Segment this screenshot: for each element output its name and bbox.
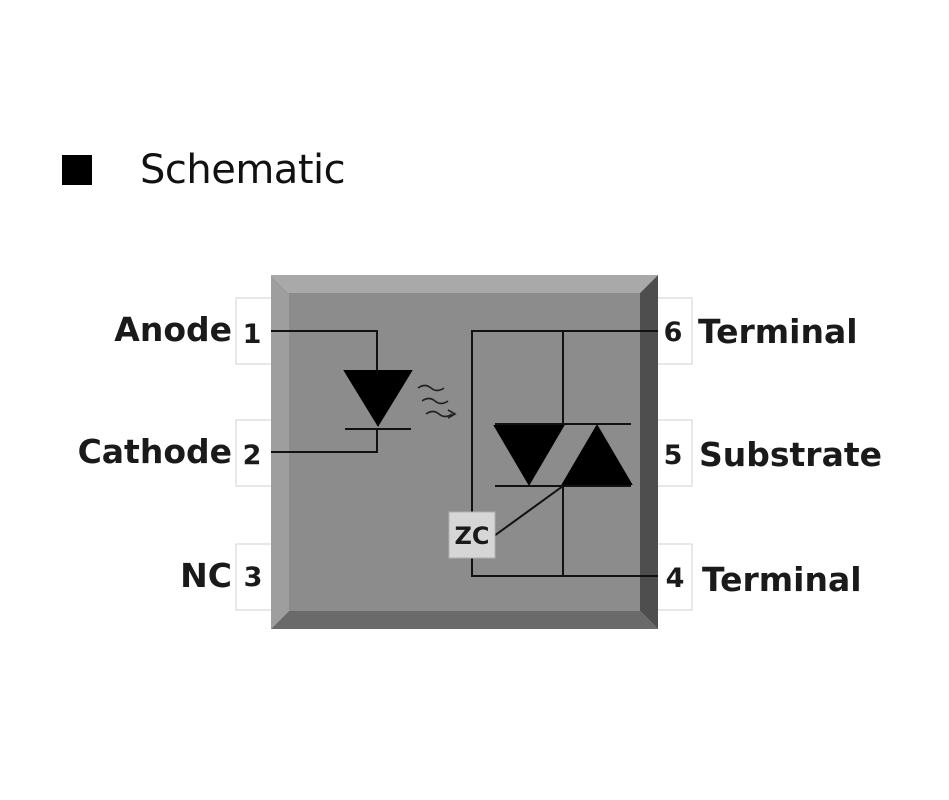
pin-tab-4 xyxy=(653,543,693,611)
zero-cross-box xyxy=(448,511,496,559)
pin-label-anode: Anode xyxy=(114,310,232,349)
anode-wire xyxy=(271,330,378,371)
pin-tab-6 xyxy=(653,297,693,365)
pin-label-cathode: Cathode xyxy=(78,432,232,471)
led-triangle xyxy=(343,370,413,427)
package-bevel-right xyxy=(640,275,658,629)
package-bevel-bottom xyxy=(271,611,658,629)
pin-tab-1 xyxy=(235,297,275,365)
page-title: Schematic xyxy=(140,147,346,193)
led-emitter xyxy=(271,330,413,453)
square-bullet-icon xyxy=(62,155,92,185)
pin-number-1: 1 xyxy=(243,319,262,350)
pin-tabs xyxy=(235,297,693,611)
pin-number-4: 4 xyxy=(666,563,685,594)
pin-number-2: 2 xyxy=(243,440,262,471)
cathode-wire xyxy=(271,429,378,453)
pin-number-6: 6 xyxy=(664,317,683,348)
triac-up-triangle xyxy=(561,424,633,485)
pin-label-substrate: Substrate xyxy=(699,435,882,474)
light-emission-icon xyxy=(417,384,457,419)
package-bevel-top xyxy=(271,275,658,293)
pin-label-nc: NC xyxy=(180,556,232,595)
pin-number-5: 5 xyxy=(664,440,683,471)
triac-down-triangle xyxy=(493,425,565,486)
pin-number-3: 3 xyxy=(244,562,263,593)
terminal-6-wire xyxy=(471,330,658,577)
pin-label-terminal-6: Terminal xyxy=(698,312,858,351)
zero-cross-label: ZC xyxy=(454,522,489,550)
gate-wire xyxy=(493,485,564,537)
zero-cross-block: ZC xyxy=(448,511,496,559)
pin-tab-5 xyxy=(653,419,693,487)
pin-label-terminal-4: Terminal xyxy=(702,560,862,599)
heading: Schematic xyxy=(62,140,346,200)
triac-detector xyxy=(471,330,658,577)
